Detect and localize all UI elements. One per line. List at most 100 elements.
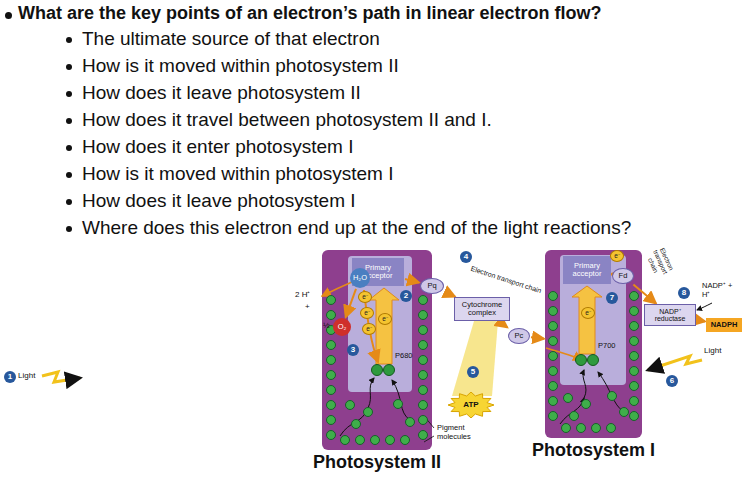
callout-number: 1 (4, 371, 16, 383)
pigment-dot (394, 400, 403, 409)
ferredoxin-oval: Fd (612, 268, 634, 284)
pigment-dot (419, 431, 428, 440)
node-label: Cytochrome complex (455, 301, 509, 317)
callout-number: 8 (678, 287, 690, 299)
pigment-dot (346, 401, 355, 410)
pigment-dot (356, 436, 365, 445)
pigment-dot (419, 311, 428, 320)
p700-chlorophyll (576, 355, 587, 366)
pigment-dot (419, 416, 428, 425)
bullet-dot (66, 37, 72, 43)
pigment-dot (630, 352, 639, 361)
pigment-dot (419, 296, 428, 305)
atp-energy-cone (452, 321, 498, 396)
energy-transfer-arrow (368, 378, 374, 408)
pigment-dot (327, 386, 336, 395)
excitation-arrow (572, 286, 602, 354)
electron-flow-arrow (633, 285, 656, 304)
pigment-dot (549, 367, 558, 376)
pigment-dot (564, 394, 573, 403)
electron-marker: e⁻ (358, 291, 372, 303)
node-label: NADP⁺ reductase (645, 308, 695, 323)
light-bolt (42, 372, 80, 382)
electron-marker: e⁻ (362, 323, 376, 335)
p680-chlorophyll (372, 365, 383, 376)
node-label: Pc (515, 332, 524, 340)
pigment-dot (327, 416, 336, 425)
light-label: Light (18, 371, 44, 380)
primary-acceptor-box: Primary acceptor (563, 256, 611, 284)
pigment-dot (549, 322, 558, 331)
proton-label: 2 H⁺ (295, 290, 321, 299)
pigment-dot (386, 436, 395, 445)
pigment-dot (327, 431, 336, 440)
bullet-dot (66, 118, 72, 124)
question-bullet: How does it enter photosystem I (82, 136, 742, 158)
bullet-dot (5, 12, 12, 19)
pigment-dot (419, 401, 428, 410)
pigment-dot (341, 436, 350, 445)
pigment-dot (630, 397, 639, 406)
question-bullet: Where does this electron end up at the e… (82, 217, 742, 239)
pigment-dot (549, 382, 558, 391)
callout-number: 4 (460, 251, 472, 263)
pigment-dot (630, 307, 639, 316)
pigment-label: Pigment molecules (437, 424, 497, 441)
pigment-dot (327, 401, 336, 410)
pigment-dot (549, 352, 558, 361)
light-label: Light (704, 346, 734, 355)
atp-starburst: ATP (448, 392, 494, 418)
electron-flow-arrow (445, 292, 455, 297)
bullet-dot (66, 145, 72, 151)
energy-transfer-arrow (598, 372, 624, 412)
pigment-dot (549, 307, 558, 316)
nadph-box: NADPH (706, 318, 742, 332)
photosystem-band: Photosystem IIPrimary acceptorH₂O (322, 250, 432, 450)
pigment-dot (327, 356, 336, 365)
chain-label: Electron transport chain (467, 264, 546, 296)
pigment-dot (608, 392, 617, 401)
water-molecule: H₂O (350, 268, 370, 288)
pigment-dot (327, 296, 336, 305)
pigment-dot (419, 356, 428, 365)
pigment-dot (582, 400, 591, 409)
callout-number: 5 (467, 366, 479, 378)
electron-marker: e⁻ (378, 313, 392, 325)
pigment-dot (592, 424, 601, 433)
pigment-dot (607, 424, 616, 433)
pigment-dot (327, 371, 336, 380)
pigment-dot (630, 337, 639, 346)
pigment-dot (570, 412, 579, 421)
pigment-dot (401, 436, 410, 445)
pigment-dot (630, 412, 639, 421)
question-bullet: How does it travel between photosystem I… (82, 109, 742, 131)
pigment-dot (371, 436, 380, 445)
pigment-dot (352, 420, 361, 429)
reactant-label: NADP⁺ + H⁺ (702, 282, 742, 299)
cytochrome-box: Cytochrome complex (454, 297, 510, 321)
energy-transfer-arrow (560, 398, 584, 424)
question-bullet: How does it leave photosystem I (82, 190, 742, 212)
starburst-outline (448, 392, 494, 418)
pigment-dot (419, 371, 428, 380)
electron-flow-arrow (697, 320, 705, 322)
pigment-dot (562, 424, 571, 433)
substrate-arrow (697, 303, 712, 310)
bullet-dot (66, 199, 72, 205)
electron-marker: e⁻ (581, 307, 595, 319)
bullet-dot (66, 226, 72, 232)
pigment-dot (549, 397, 558, 406)
callout-number: 2 (400, 290, 412, 302)
half-coefficient: ½ (323, 321, 333, 330)
node-label: O₂ (338, 323, 347, 331)
electron-flow-arrow (531, 337, 544, 338)
electron-flow-arrow (499, 322, 507, 328)
node-label: Primary acceptor (563, 262, 611, 278)
bullet-dot (66, 91, 72, 97)
plastocyanin-oval: Pc (508, 328, 530, 344)
question-bullet: How is it moved within photosystem II (82, 55, 742, 77)
question-bullet: How is it moved within photosystem I (82, 163, 742, 185)
photosystem-heading: Photosystem I (532, 441, 655, 460)
photosystem-heading: Photosystem II (313, 453, 441, 472)
node-label: NADPH (711, 321, 738, 329)
